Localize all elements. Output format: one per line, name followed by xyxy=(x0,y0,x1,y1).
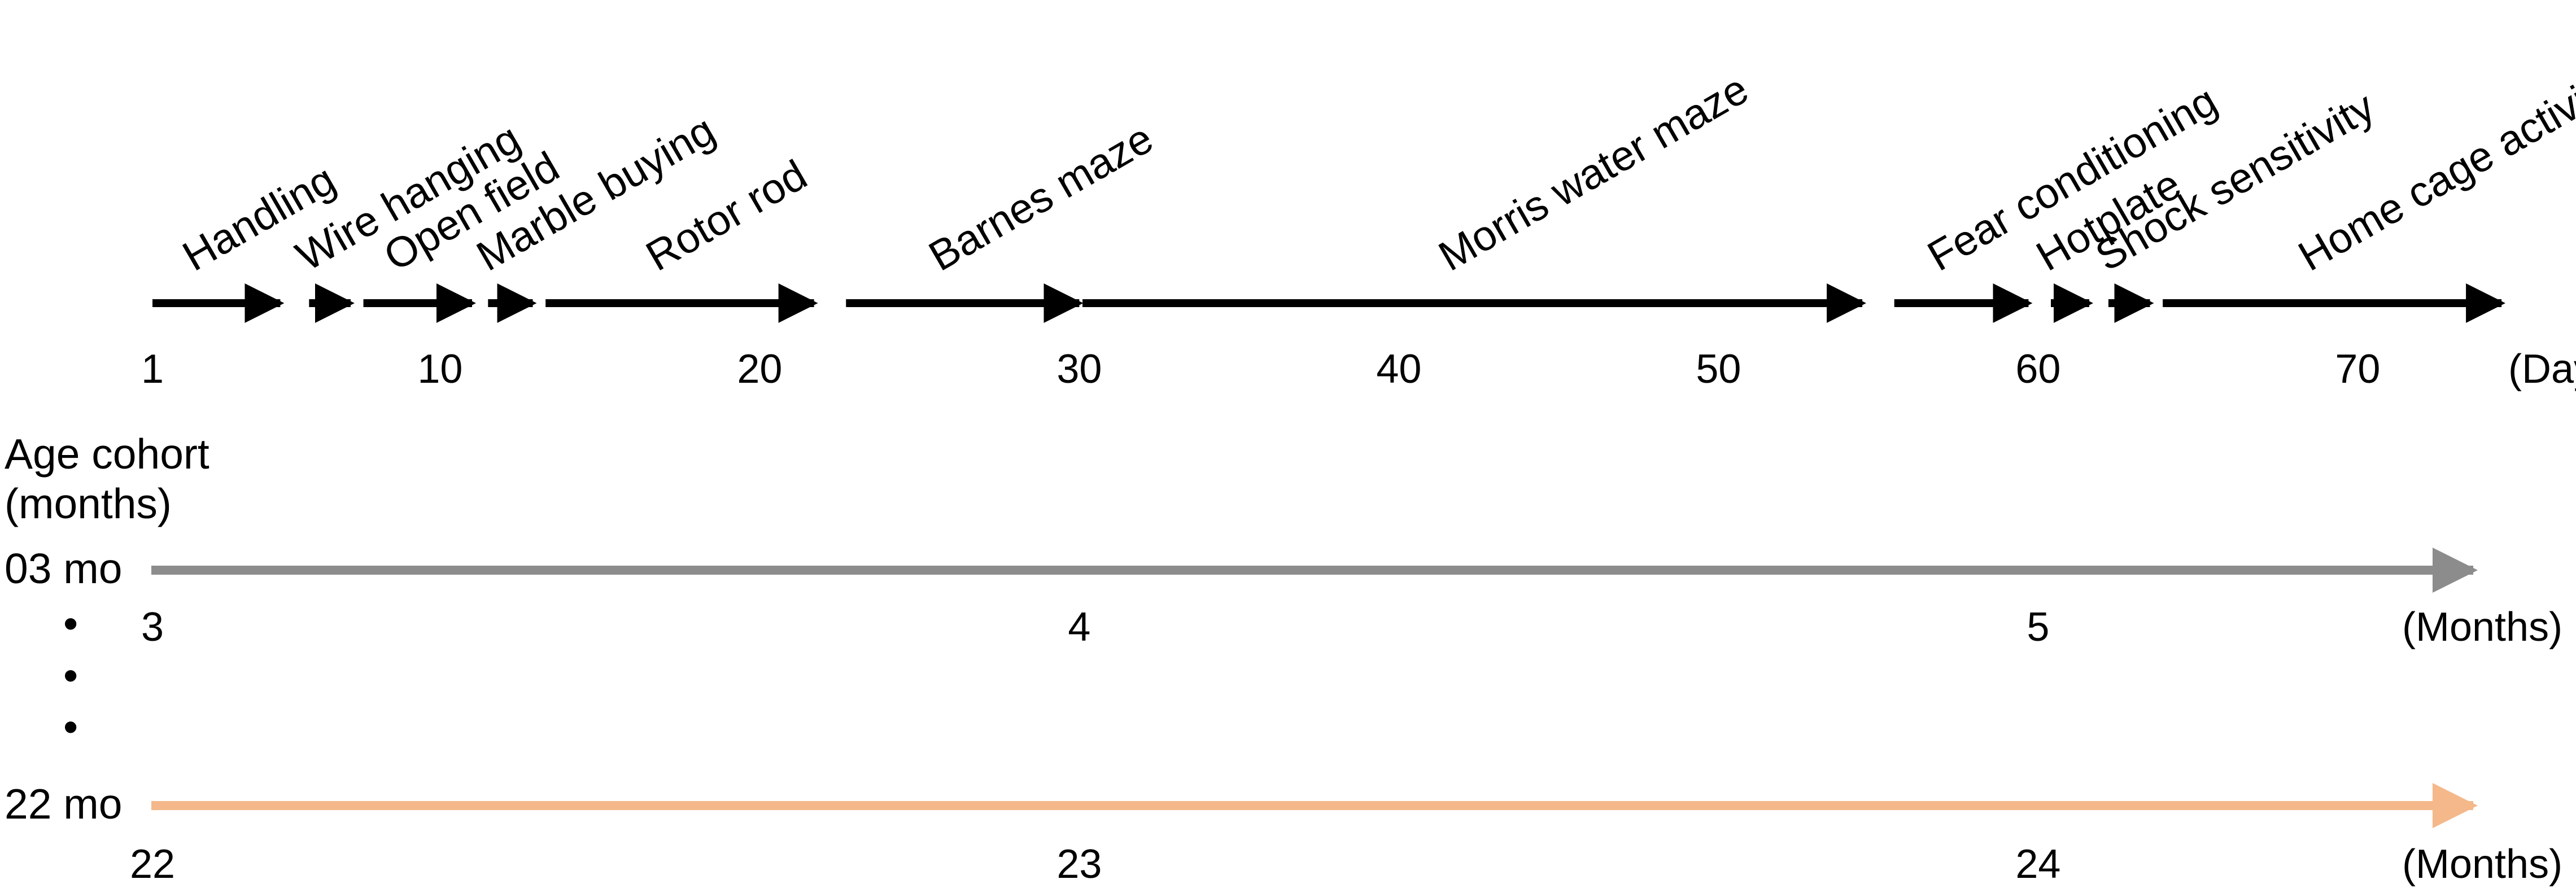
ellipsis-dot-1: • xyxy=(63,600,78,647)
test-label: Home cage activity xyxy=(2290,60,2576,280)
months-unit-label: (Months) xyxy=(2402,842,2562,887)
cohort-header-line1: Age cohort xyxy=(5,430,209,478)
day-tick-label: 70 xyxy=(2335,347,2380,392)
cohort-tick-group: 3 4 5 xyxy=(141,605,2049,650)
month-tick-label: 4 xyxy=(1068,605,1090,650)
ellipsis-dot-3: • xyxy=(63,703,78,750)
month-tick-label: 3 xyxy=(141,605,164,650)
cohort-label: 03 mo xyxy=(5,545,122,592)
day-tick-label: 30 xyxy=(1056,347,1102,392)
cohort-header-line2: (months) xyxy=(5,480,172,527)
day-tick-label: 40 xyxy=(1376,347,1421,392)
test-label: Morris water maze xyxy=(1431,65,1756,280)
months-unit-label: (Months) xyxy=(2402,605,2562,650)
month-tick-label: 22 xyxy=(130,842,175,887)
month-tick-label: 5 xyxy=(2027,605,2049,650)
day-tick-label: 10 xyxy=(417,347,462,392)
test-label: Barnes maze xyxy=(921,114,1161,280)
day-tick-label: 20 xyxy=(737,347,782,392)
cohort-tick-group: 22 23 24 xyxy=(130,842,2060,887)
ellipsis-dot-2: • xyxy=(63,651,78,699)
cohort-label: 22 mo xyxy=(5,780,122,828)
cohort-row-03mo: 03 mo 3 4 5 (Months) xyxy=(5,545,2562,650)
month-tick-label: 24 xyxy=(2015,842,2060,887)
days-unit-label: (Days) xyxy=(2508,347,2576,392)
day-tick-group: 1 10 20 30 40 50 60 70 xyxy=(141,347,2380,392)
day-tick-label: 50 xyxy=(1696,347,1741,392)
cohort-row-22mo: 22 mo 22 23 24 (Months) xyxy=(5,780,2562,887)
day-tick-label: 60 xyxy=(2015,347,2060,392)
day-tick-label: 1 xyxy=(141,347,164,392)
month-tick-label: 23 xyxy=(1056,842,1102,887)
